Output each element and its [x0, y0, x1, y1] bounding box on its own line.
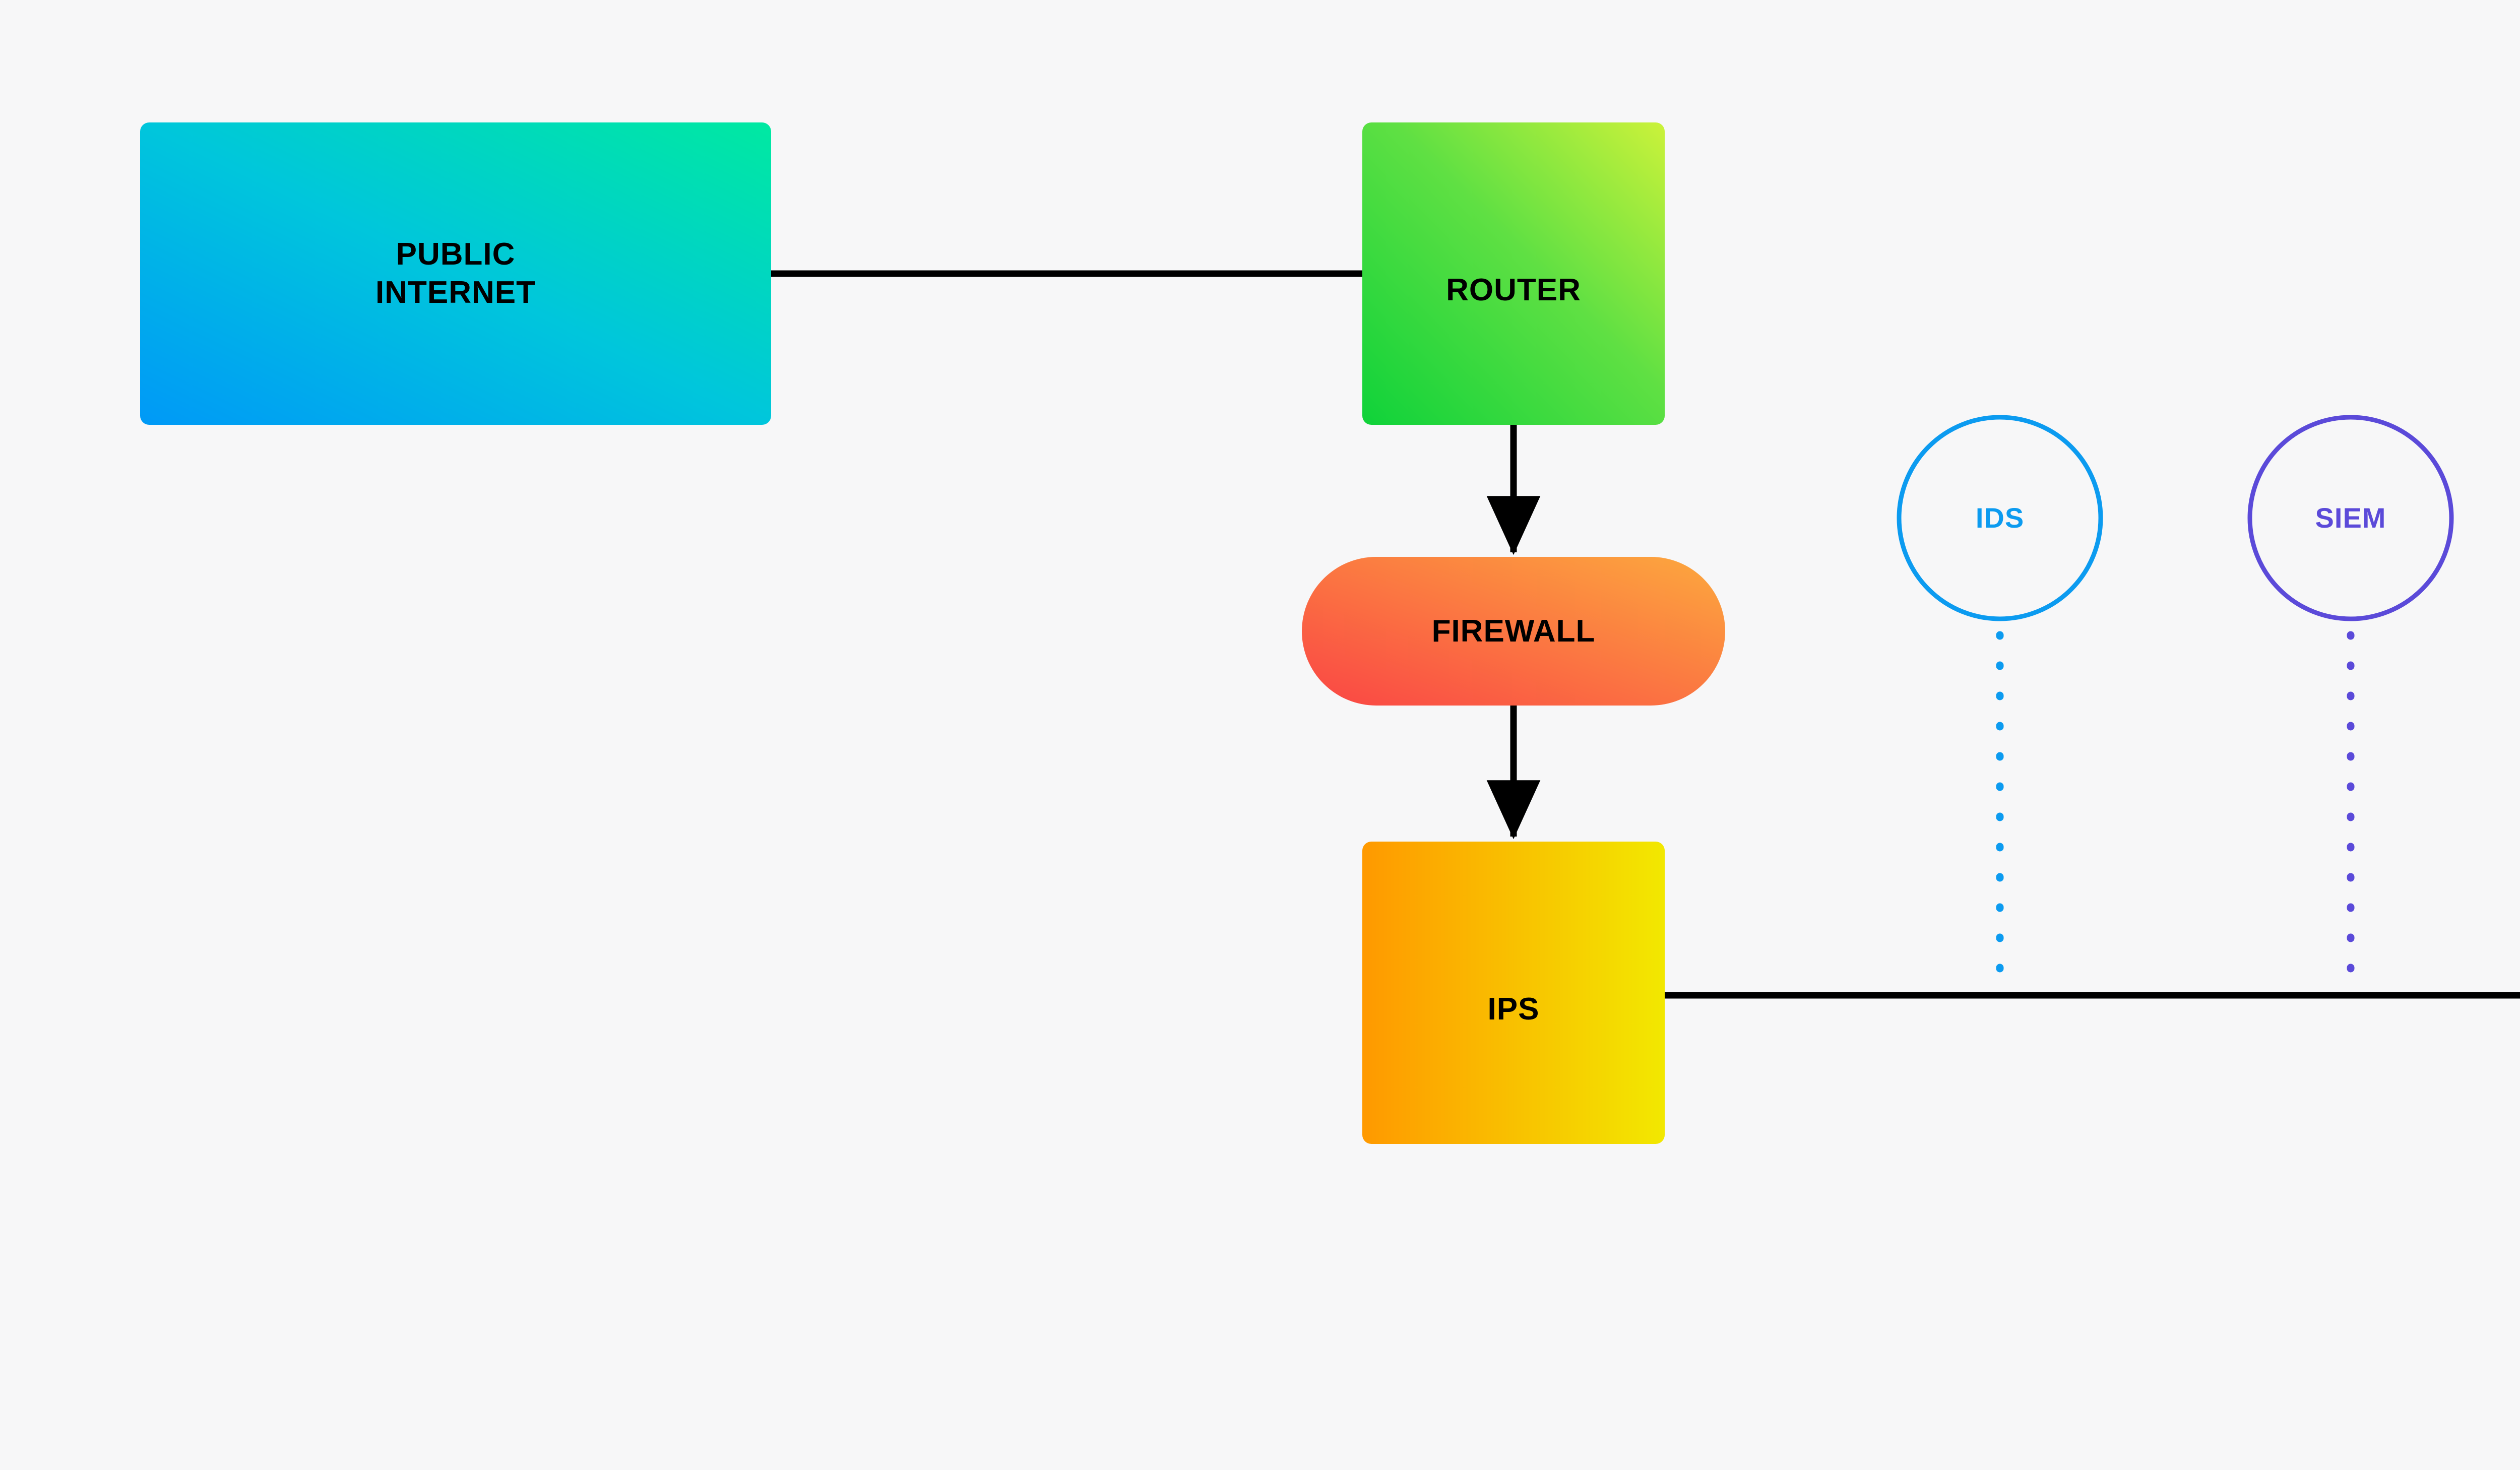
- node-firewall[interactable]: [1302, 557, 1725, 706]
- node-ips[interactable]: [1362, 842, 1665, 1144]
- node-ids[interactable]: [1897, 415, 2103, 621]
- node-router[interactable]: [1362, 122, 1665, 425]
- node-siem[interactable]: [2247, 415, 2454, 621]
- node-public-internet[interactable]: [140, 122, 771, 425]
